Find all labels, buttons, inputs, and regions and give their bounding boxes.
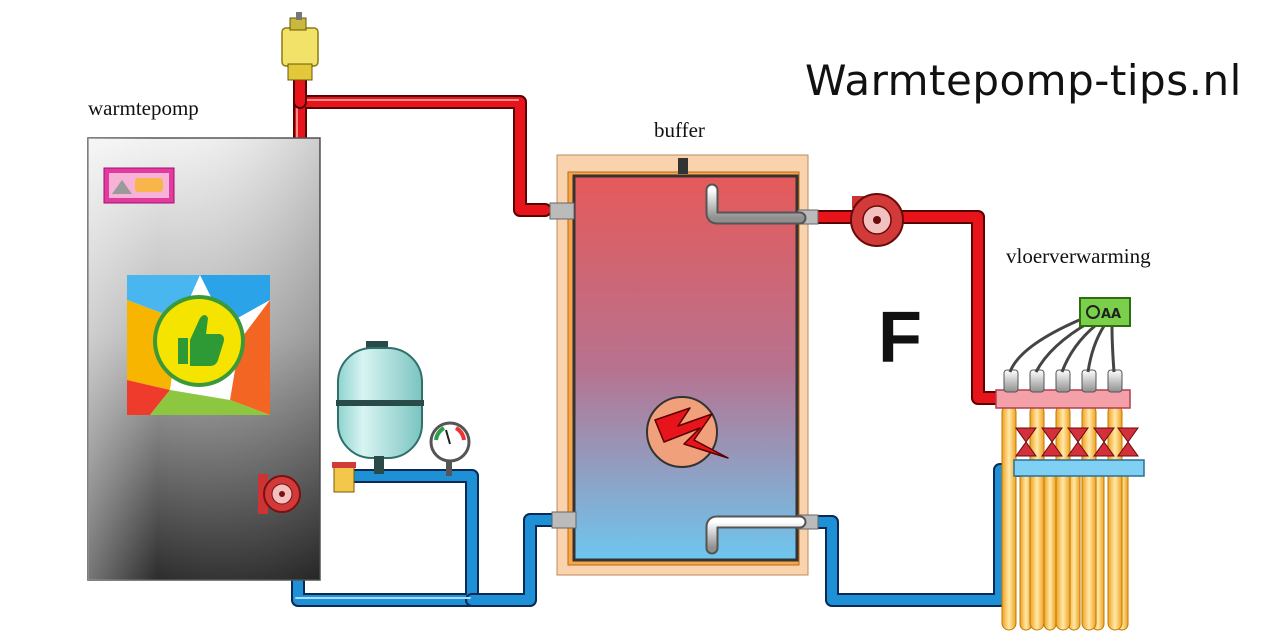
expansion-vessel (332, 341, 424, 493)
buffer-tank (549, 154, 819, 576)
floor-heating-pump (850, 193, 904, 247)
heat-pump-unit (87, 137, 321, 581)
supply-manifold (995, 369, 1131, 409)
floor-heating-loops (1001, 404, 1129, 631)
air-vent-valve (281, 12, 319, 81)
electric-heater-icon (646, 396, 729, 468)
svg-text:AA: AA (1101, 307, 1121, 322)
heat-pump-display (103, 167, 175, 204)
marker-letter: F (878, 298, 922, 378)
pressure-gauge (429, 421, 471, 476)
thumbs-up-icon (127, 275, 270, 415)
buffer-label: buffer (654, 118, 705, 142)
return-manifold (1013, 459, 1145, 477)
thermostat-controller-icon: AA (1008, 297, 1131, 373)
floor-heating-label: vloerverwarming (1006, 244, 1151, 268)
heat-pump-label: warmtepomp (88, 96, 199, 120)
flow-valves (1015, 427, 1139, 457)
site-brand: Warmtepomp-tips.nl (805, 56, 1242, 105)
heat-pump-circulation-pump (258, 474, 301, 514)
